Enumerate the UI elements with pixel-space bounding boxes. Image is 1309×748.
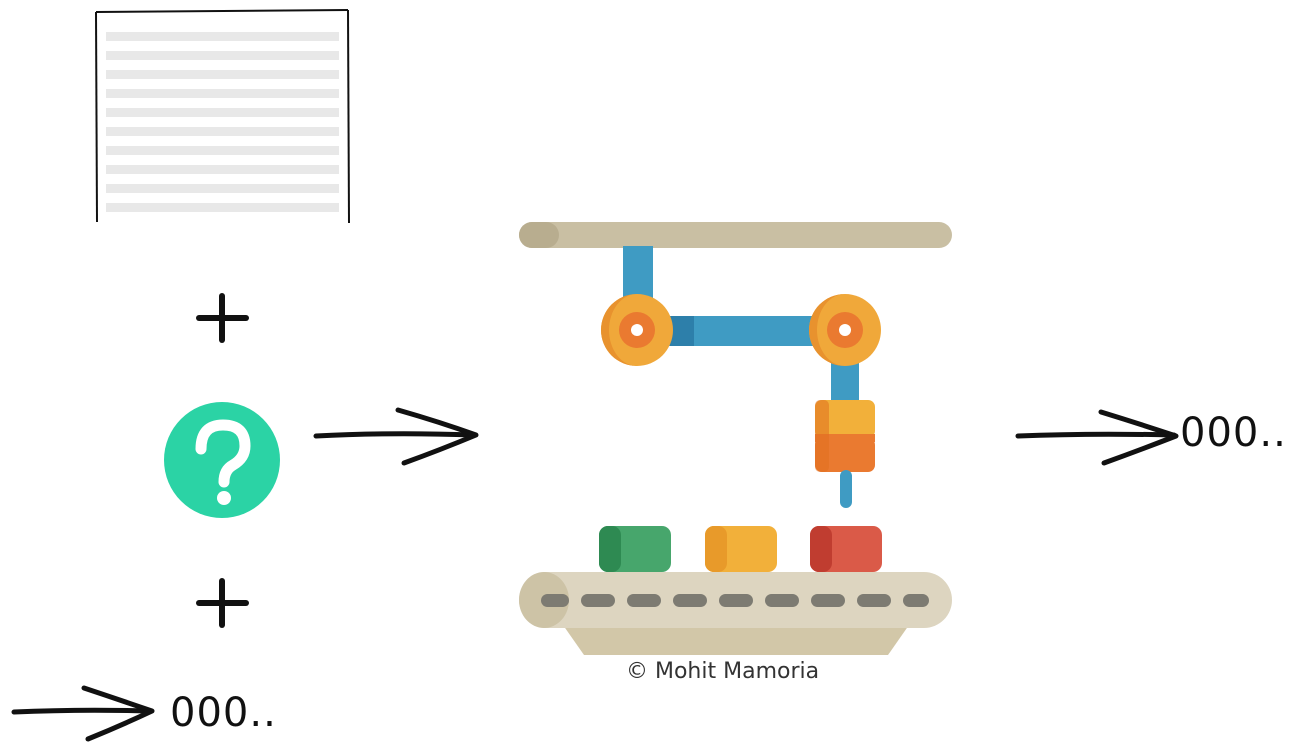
question-icon — [164, 402, 280, 518]
document-icon — [95, 9, 350, 224]
credit-text: © Mohit Mamoria — [626, 659, 820, 684]
arrow-right-icon — [11, 685, 155, 742]
output-label: 000.. — [1180, 410, 1287, 456]
robot-arm-icon — [519, 222, 952, 655]
input-label: 000.. — [170, 690, 277, 736]
arrow-right-icon — [313, 407, 479, 466]
arrow-right-icon — [1015, 409, 1179, 466]
plus-icon — [196, 293, 249, 343]
plus-icon — [196, 578, 249, 628]
